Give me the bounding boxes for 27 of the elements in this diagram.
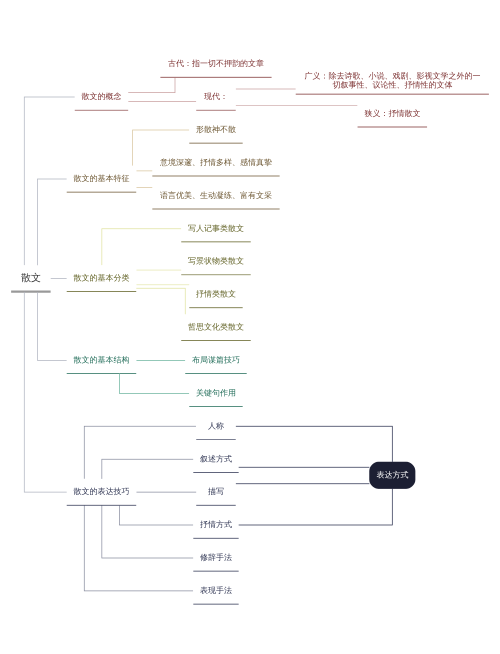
connector [136,186,153,188]
connector [132,129,190,166]
connector [119,372,190,394]
connector [101,228,182,265]
connector [128,76,176,92]
connector [119,504,194,525]
connector [136,287,186,314]
connector [236,88,296,89]
connector [24,290,68,492]
connector [24,96,76,265]
connector [84,425,196,479]
node-text: 散文 [20,272,41,284]
connector [236,104,358,106]
connector [136,269,182,270]
connector [101,504,194,558]
connector [236,425,393,462]
connector [37,291,68,360]
connector [101,458,194,479]
connector [84,504,194,591]
connector [238,466,370,468]
connector [136,284,190,285]
connector [238,488,393,525]
connector [136,170,153,171]
connector [128,100,196,102]
connector [136,491,197,492]
connector [37,178,68,266]
connector [236,482,370,484]
